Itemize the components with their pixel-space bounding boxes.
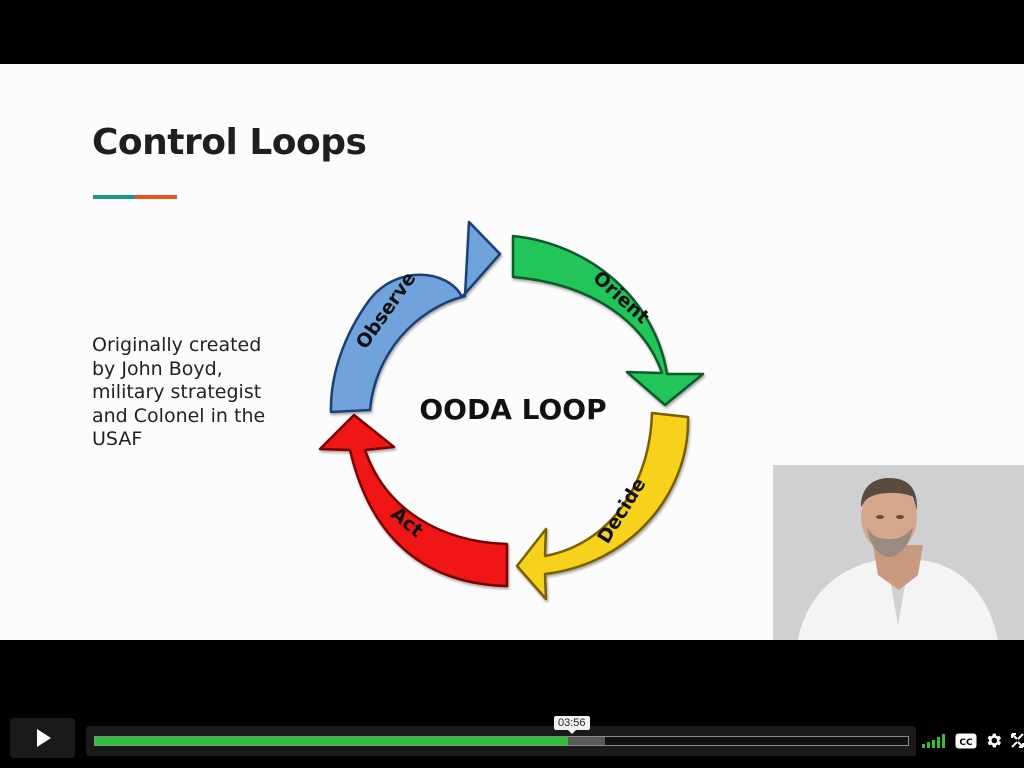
title-accent-bar xyxy=(93,195,177,199)
svg-text:CC: CC xyxy=(959,738,973,748)
presenter-video xyxy=(773,465,1024,640)
slide-title: Control Loops xyxy=(92,122,367,163)
played-bar xyxy=(95,737,569,745)
settings-icon[interactable] xyxy=(984,731,1003,750)
presenter-webcam xyxy=(773,465,1024,640)
act-arrow xyxy=(318,413,509,588)
observe-arrow xyxy=(329,220,502,414)
slide: Control Loops Originally created by John… xyxy=(0,64,1024,640)
ooda-loop-diagram: Observe Orient Decide Act OODA LOOP xyxy=(318,220,705,601)
accent-orange xyxy=(135,195,177,199)
ooda-center-label: OODA LOOP xyxy=(419,393,606,426)
accent-teal xyxy=(93,195,135,199)
decide-arrow xyxy=(515,411,690,601)
fullscreen-icon[interactable] xyxy=(1011,733,1024,748)
progress-bar-container[interactable] xyxy=(86,726,916,756)
progress-track[interactable] xyxy=(94,736,909,746)
video-player-controls: 03:56 CC xyxy=(0,716,1024,768)
orient-arrow xyxy=(511,234,705,407)
play-button[interactable] xyxy=(10,718,75,758)
cc-icon[interactable]: CC xyxy=(955,733,977,749)
play-icon xyxy=(36,729,51,747)
time-tooltip: 03:56 xyxy=(554,716,590,734)
volume-icon[interactable] xyxy=(922,734,946,748)
slide-body-text: Originally created by John Boyd, militar… xyxy=(92,334,266,450)
